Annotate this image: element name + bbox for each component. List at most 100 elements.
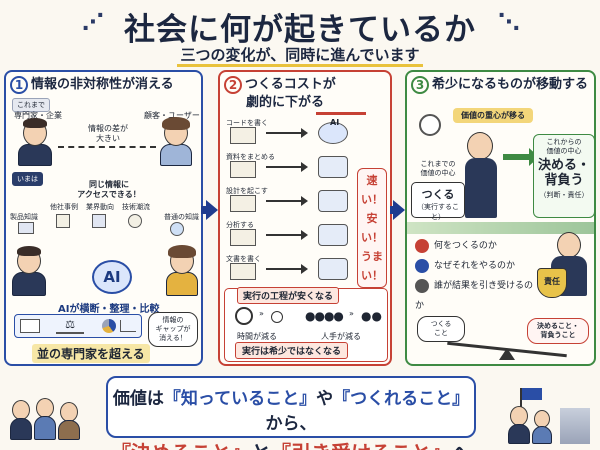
monitor-icon bbox=[318, 190, 348, 212]
conclusion-box: 価値は『知っていること』や『つくれること』から、 『決めること』と『引き受けるこ… bbox=[106, 376, 476, 450]
before-tag: これまで bbox=[12, 98, 50, 112]
crowd-person-avatar bbox=[36, 398, 54, 418]
ai-caption: AIが横断・整理・比較 bbox=[58, 304, 160, 315]
title-underline bbox=[316, 112, 366, 115]
document-icon bbox=[56, 214, 70, 228]
exec-head: 実行の工程が安くなる bbox=[237, 287, 340, 304]
pair-icon: ●● bbox=[361, 309, 382, 323]
gap-gone-bubble: 情報の ギャップが 消える！ bbox=[148, 312, 198, 347]
task-arrow bbox=[266, 162, 308, 172]
make-box: つくる （実行すること） bbox=[411, 182, 465, 221]
customer-body bbox=[160, 144, 192, 166]
crowd-left-group bbox=[8, 398, 88, 444]
chart-icon bbox=[92, 214, 106, 228]
question-who: 誰が結果を引き受けるのか bbox=[415, 276, 535, 311]
reduce-arrow-icon: » bbox=[349, 309, 354, 318]
customer-hair bbox=[162, 117, 190, 130]
left-user-body bbox=[12, 272, 46, 296]
conclusion-line1: 価値は『知っていること』や『つくれること』から、 bbox=[112, 389, 470, 434]
target-icon bbox=[415, 238, 429, 253]
exec-foot: 実行は希少ではなくなる bbox=[235, 342, 349, 359]
thinker-body bbox=[465, 158, 497, 218]
source-industry: 業界動向 bbox=[86, 203, 114, 211]
bar-chart-icon bbox=[120, 320, 136, 332]
task-arrow bbox=[266, 230, 308, 240]
crowd-person-body bbox=[532, 426, 552, 444]
ai-label: AI bbox=[330, 118, 340, 127]
hands-less-label: 人手が減る bbox=[321, 332, 361, 341]
city-buildings bbox=[560, 408, 590, 444]
arrow1-head bbox=[206, 200, 218, 220]
data-icon bbox=[230, 229, 256, 246]
fast-forward-icon: » bbox=[259, 309, 264, 318]
pie-icon bbox=[102, 319, 116, 333]
crowd-person-avatar bbox=[60, 402, 78, 422]
conclusion-line2: 『決めること』と『引き受けること』へ bbox=[108, 437, 474, 450]
blueprint-icon bbox=[230, 195, 256, 212]
crowd-person-body bbox=[34, 416, 56, 440]
expert-label: 専門家・企業 bbox=[14, 111, 62, 120]
checked-document-icon bbox=[318, 258, 348, 280]
robot-icon bbox=[318, 122, 348, 144]
people-icon bbox=[415, 278, 429, 293]
right-user-hair bbox=[168, 245, 196, 258]
scale-right-label: 決めること・ 背負うこと bbox=[527, 318, 589, 344]
source-tech: 技術潮流 bbox=[122, 203, 150, 211]
page-title: 社会に何が起きているか bbox=[124, 12, 476, 48]
team-icon: ●●●● bbox=[305, 309, 344, 323]
crowd-person-body bbox=[10, 418, 32, 440]
right-user-body bbox=[166, 272, 198, 296]
clock-icon bbox=[235, 307, 253, 325]
thinker-head bbox=[467, 132, 493, 160]
task-writing: 文書を書く bbox=[226, 254, 386, 282]
task-arrow bbox=[266, 196, 308, 206]
beyond-experts-label: 並の専門家を超える bbox=[32, 344, 150, 363]
question-icon bbox=[415, 258, 429, 273]
task-design: 設計を起こす bbox=[226, 186, 386, 214]
expert-suit bbox=[18, 144, 52, 166]
burst-left-icon: ⋰ bbox=[82, 10, 104, 35]
book-icon bbox=[18, 222, 34, 234]
shift-arrow-shaft bbox=[503, 154, 531, 160]
value-shift-banner: 価値の重心が移る bbox=[453, 108, 533, 123]
source-general: 普通の知識 bbox=[164, 213, 199, 221]
same-info-label: 同じ情報に アクセスできる！ bbox=[77, 180, 141, 199]
burst-right-icon: ⋱ bbox=[498, 10, 520, 35]
source-cases: 他社事例 bbox=[50, 203, 78, 211]
gap-arrow bbox=[58, 146, 156, 148]
crowd-person-avatar bbox=[510, 406, 528, 426]
globe-icon bbox=[170, 222, 184, 236]
question-what: 何をつくるのか bbox=[415, 236, 535, 256]
ai-hub-icon: AI bbox=[92, 260, 132, 294]
time-less-label: 時間が減る bbox=[237, 332, 277, 341]
crowd-right-group bbox=[490, 388, 594, 444]
gap-label: 情報の差が 大きい bbox=[88, 124, 128, 143]
gear-icon bbox=[128, 214, 142, 228]
slides-icon bbox=[318, 156, 348, 178]
arrow2-head bbox=[393, 200, 405, 220]
materials-icon bbox=[230, 161, 256, 178]
question-list: 何をつくるのか なぜそれをやるのか 誰が結果を引き受けるのか bbox=[415, 236, 535, 311]
task-arrow bbox=[266, 128, 308, 138]
crowd-person-body bbox=[58, 420, 80, 440]
speed-cost-quality: 速い！ 安い！ うまい！ bbox=[357, 168, 387, 288]
leader-head bbox=[557, 232, 581, 258]
writing-icon bbox=[230, 263, 256, 280]
balance-pivot bbox=[499, 348, 515, 360]
scale-icon: ⚖ bbox=[56, 318, 84, 334]
arrow1-shaft bbox=[201, 206, 209, 214]
crowd-person-avatar bbox=[12, 400, 30, 420]
task-code: コードを書く bbox=[226, 118, 386, 146]
old-center-label: これまでの 価値の中心 bbox=[420, 160, 456, 177]
source-product: 製品知識 bbox=[10, 213, 38, 221]
task-arrow bbox=[266, 264, 308, 274]
expert-hair bbox=[23, 118, 47, 128]
page-subtitle: 三つの変化が、同時に進んでいます bbox=[0, 44, 600, 67]
task-materials: 資料をまとめる bbox=[226, 152, 386, 180]
